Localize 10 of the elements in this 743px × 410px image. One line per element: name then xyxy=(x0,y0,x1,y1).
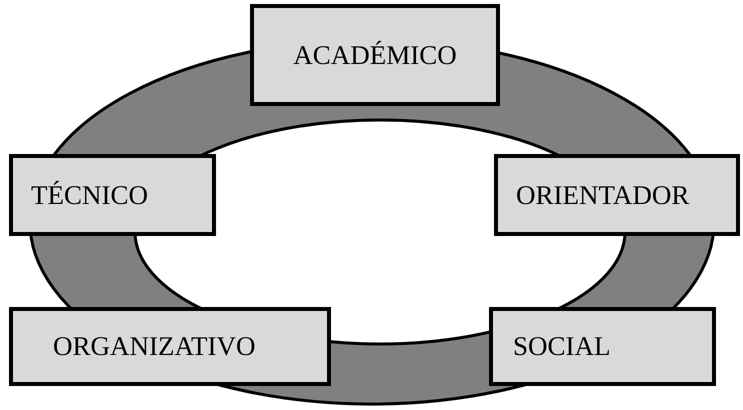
box-label: SOCIAL xyxy=(513,331,611,362)
label-box xyxy=(9,307,331,386)
box-label: ACADÉMICO xyxy=(293,40,457,70)
label-box xyxy=(489,307,716,386)
label-box xyxy=(494,154,740,236)
label-box xyxy=(9,154,216,236)
box-label: ORGANIZATIVO xyxy=(53,331,256,362)
box-label: ORIENTADOR xyxy=(516,180,690,210)
box-label: TÉCNICO xyxy=(31,180,148,210)
label-box xyxy=(250,4,500,106)
